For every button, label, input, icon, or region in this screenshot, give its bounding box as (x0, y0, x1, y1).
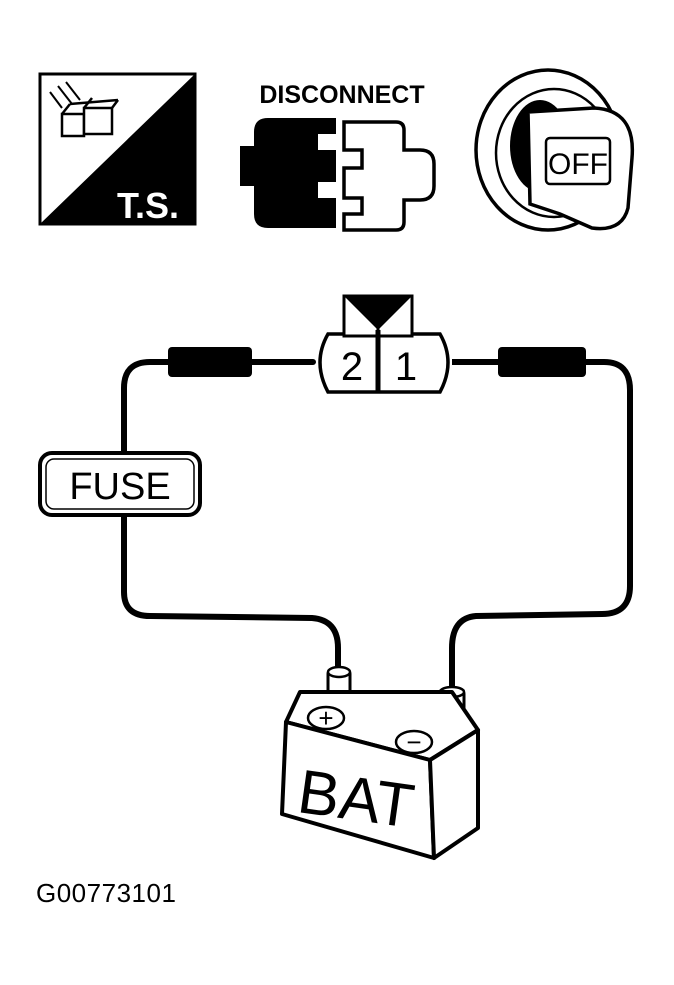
positive-symbol: + (318, 703, 333, 733)
ignition-off-icon: OFF (474, 68, 635, 232)
connector: 2 1 (316, 294, 452, 395)
connector-pin-1: 1 (395, 345, 417, 389)
battery: + − BAT (280, 665, 480, 860)
disconnect-icon: DISCONNECT (240, 81, 436, 232)
connector-pin-2: 2 (341, 345, 363, 389)
fuse: FUSE (38, 451, 202, 517)
battery-label: BAT (294, 757, 418, 841)
negative-symbol: − (406, 727, 421, 757)
ts-icon: T.S. (38, 72, 197, 226)
ignition-off-label: OFF (548, 148, 608, 181)
fuse-label: FUSE (69, 466, 170, 508)
ts-label: T.S. (117, 185, 179, 226)
wiring-harness (121, 347, 633, 695)
figure-code: G00773101 (36, 878, 177, 908)
disconnect-label: DISCONNECT (259, 81, 424, 109)
